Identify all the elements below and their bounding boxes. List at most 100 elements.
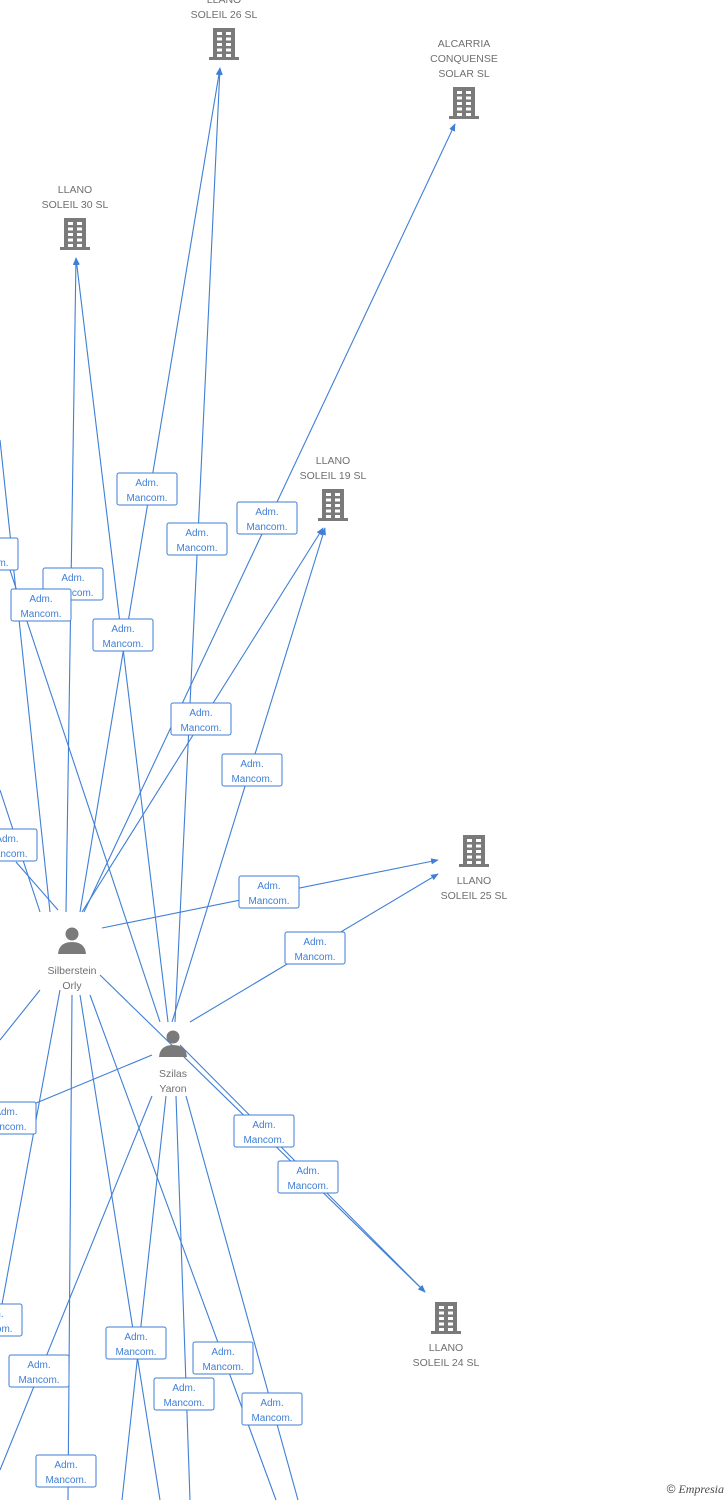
role-badge-text: Mancom.	[126, 493, 167, 504]
role-badge[interactable]: Adm. Mancom.	[8, 1354, 70, 1388]
company-name-line: SOLEIL 19 SL	[300, 470, 367, 482]
company-name-line: LLANO	[457, 875, 491, 887]
role-badge-box	[284, 931, 346, 965]
role-badge-box	[170, 702, 232, 736]
building-icon	[449, 87, 479, 119]
company-name-line: SOLEIL 30 SL	[42, 199, 109, 211]
company-name-line: CONQUENSE	[430, 53, 498, 65]
building-icon	[60, 218, 90, 250]
role-badge-box	[0, 1101, 37, 1135]
role-badge[interactable]: Adm. Mancom.	[241, 1392, 303, 1426]
role-badge-box	[35, 1454, 97, 1488]
role-badge[interactable]: Adm.Mancom.	[221, 753, 283, 787]
role-badge-text: Adm.	[257, 881, 280, 892]
relationship-edge	[121, 1095, 167, 1500]
role-badge-box	[0, 1303, 23, 1337]
role-badge-text: Mancom.	[180, 723, 221, 734]
company-name-line: SOLEIL 24 SL	[413, 1357, 480, 1369]
role-badge-text: Mancom.	[0, 849, 28, 860]
role-badge[interactable]: Adm.Mancom.	[0, 1303, 23, 1337]
role-badge-text: Adm.	[111, 624, 134, 635]
role-badge[interactable]: Adm. Mancom.	[192, 1341, 254, 1375]
role-badge-text: Mancom.	[176, 543, 217, 554]
company-name-line: LLANO	[58, 184, 92, 196]
role-badge-text: Adm.	[124, 1332, 147, 1343]
role-badge-text: Mancom.	[18, 1375, 59, 1386]
role-badge-box	[277, 1160, 339, 1194]
role-badge-text: Adm.	[260, 1398, 283, 1409]
role-badge[interactable]: Adm. Mancom.	[116, 472, 178, 506]
company-node-soleil30[interactable]: LLANO SOLEIL 30 SL	[42, 184, 109, 250]
relationship-edge	[79, 994, 161, 1500]
role-badge-text: Mancom.	[294, 952, 335, 963]
role-badge-box	[8, 1354, 70, 1388]
role-badge-box	[166, 522, 228, 556]
role-badge-text: Mancom.	[287, 1181, 328, 1192]
relationship-edge	[175, 1095, 191, 1500]
role-badge[interactable]: Adm.Mancom.	[284, 931, 346, 965]
role-badge-text: Adm.	[252, 1120, 275, 1131]
role-badge-text: Mancom.	[163, 1398, 204, 1409]
role-badge-text: Mancom.	[0, 558, 9, 569]
role-badge[interactable]: Adm.Mancom.	[236, 501, 298, 535]
role-badge[interactable]: Adm.Mancom.	[10, 588, 72, 622]
relationship-edge	[0, 439, 51, 913]
role-badge[interactable]: Adm.Mancom.	[105, 1326, 167, 1360]
role-badge-text: Mancom.	[202, 1362, 243, 1373]
role-badge-text: Adm.	[185, 528, 208, 539]
role-badge-text: Mancom.	[251, 1413, 292, 1424]
company-name-line: LLANO	[207, 0, 241, 6]
company-name-line: LLANO	[316, 455, 350, 467]
company-name-line: ALCARRIA	[438, 38, 491, 50]
role-badge[interactable]: Adm.Mancom.	[0, 537, 19, 571]
role-badge-text: Mancom.	[20, 609, 61, 620]
relationship-edge	[15, 861, 59, 911]
role-badge-box	[0, 537, 19, 571]
role-badge-box	[92, 618, 154, 652]
relationship-edge	[0, 1095, 153, 1471]
role-badge-box	[221, 753, 283, 787]
company-name-line: SOLAR SL	[438, 68, 490, 80]
empresia-watermark: ©Empresia	[667, 1482, 724, 1497]
relationship-edge	[0, 989, 61, 1316]
role-badge-text: Adm.	[0, 1309, 4, 1320]
role-badge-box	[241, 1392, 303, 1426]
role-badge-box	[238, 875, 300, 909]
role-badge-text: Adm.	[0, 1107, 18, 1118]
role-badge-text: Adm.	[61, 573, 84, 584]
role-badge[interactable]: Adm.Mancom.	[233, 1114, 295, 1148]
role-badge[interactable]: Adm.Mancom.	[238, 875, 300, 909]
role-badge-text: Adm.	[54, 1460, 77, 1471]
role-badge-box	[116, 472, 178, 506]
company-node-soleil19[interactable]: LLANO SOLEIL 19 SL	[300, 455, 367, 521]
brand-logo: Empresia	[678, 1482, 724, 1496]
role-badge[interactable]: Adm. Mancom.	[153, 1377, 215, 1411]
role-badge[interactable]: Adm.Mancom.	[92, 618, 154, 652]
role-badge-text: Adm.	[211, 1347, 234, 1358]
role-badge-text: Adm.	[27, 1360, 50, 1371]
role-badge-text: Adm.	[135, 478, 158, 489]
role-badge-text: Mancom.	[45, 1475, 86, 1486]
role-badge-text: Adm.	[172, 1383, 195, 1394]
role-badge[interactable]: Adm.Mancom.	[277, 1160, 339, 1194]
role-badge[interactable]: Adm.Mancom.	[0, 828, 38, 862]
role-badge-text: Mancom.	[231, 774, 272, 785]
role-badge-text: Mancom.	[0, 1122, 27, 1133]
company-name-line: SOLEIL 25 SL	[441, 890, 508, 902]
role-badge-box	[236, 501, 298, 535]
relationship-edge	[185, 1095, 299, 1500]
role-badge[interactable]: Adm. Mancom.	[170, 702, 232, 736]
person-icon	[159, 1030, 187, 1057]
role-badge[interactable]: Adm. Mancom.	[35, 1454, 97, 1488]
company-node-soleil25[interactable]: LLANO SOLEIL 25 SL	[441, 835, 508, 902]
role-badge[interactable]: Adm. Mancom.	[166, 522, 228, 556]
role-badge-box	[105, 1326, 167, 1360]
company-node-alcarria[interactable]: ALCARRIA CONQUENSE SOLAR SL	[430, 38, 498, 119]
role-badge[interactable]: Adm. Mancom.	[0, 1101, 37, 1135]
role-badge-text: Adm.	[189, 708, 212, 719]
